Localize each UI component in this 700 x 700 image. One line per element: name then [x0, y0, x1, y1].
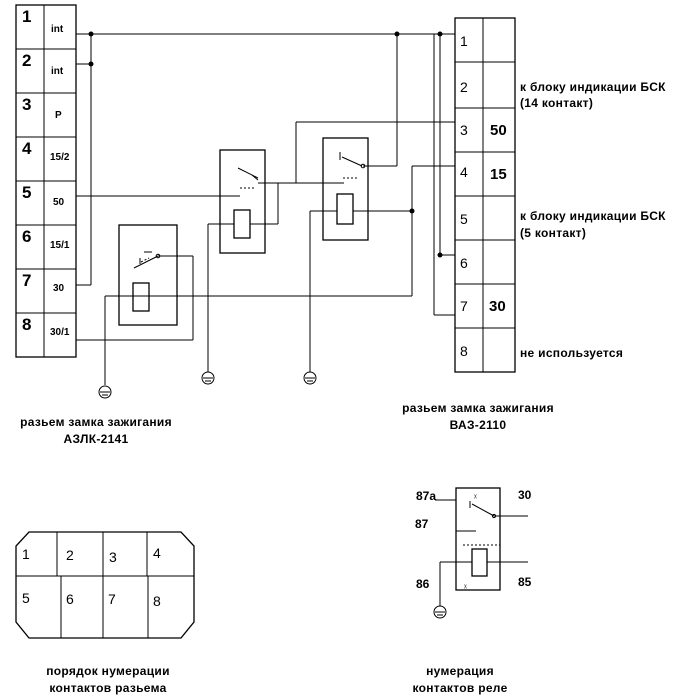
left-pin-label: int: [51, 24, 64, 35]
pin-order-diagram: 1 2 3 4 5 6 7 8: [15, 531, 195, 639]
relay-pin-30: 30: [518, 488, 532, 502]
relay-pin-87a: 87а: [416, 489, 436, 503]
pin-order-number: 5: [22, 590, 30, 606]
left-pin-label: 15/1: [50, 240, 70, 251]
pin-order-number: 4: [153, 545, 161, 561]
right-connector-caption-line1: разьем замка зажигания: [402, 401, 554, 415]
note-bsk-5-line2: (5 контакт): [520, 226, 586, 240]
right-pin-number: 4: [460, 164, 468, 180]
right-connector: 1 2 3 50 4 15 5 6 7 30 8 к блоку индикац…: [454, 17, 666, 373]
pin-order-caption-line1: порядок нумерации: [46, 664, 170, 678]
left-pin-label: 50: [53, 197, 65, 208]
pin-order-number: 1: [22, 546, 30, 562]
note-bsk-14-line2: (14 контакт): [520, 96, 593, 110]
relay-c: [322, 137, 369, 241]
right-pin-number: 6: [460, 255, 468, 271]
left-pin-number: 5: [22, 183, 31, 202]
ground-icon: [201, 371, 215, 385]
left-pin-number: 3: [22, 95, 31, 114]
left-pin-number: 7: [22, 271, 31, 290]
left-connector: 1 int 2 int 3 P 4 15/2 5 50 6 15/1 7 30 …: [15, 4, 77, 358]
left-pin-label: 15/2: [50, 152, 70, 163]
note-bsk-5-line1: к блоку индикации БСК: [520, 209, 666, 223]
left-pin-label: 30: [53, 283, 65, 294]
pin-order-number: 6: [66, 591, 74, 607]
ground-icon: [303, 371, 317, 385]
left-pin-number: 4: [22, 139, 32, 158]
left-pin-number: 2: [22, 51, 31, 70]
right-pin-number: 5: [460, 211, 468, 227]
relay-pin-85: 85: [518, 575, 532, 589]
left-pin-label: int: [51, 66, 64, 77]
right-pin-value: 15: [490, 166, 507, 183]
left-pin-number: 6: [22, 227, 31, 246]
left-connector-caption-line2: АЗЛК-2141: [63, 432, 128, 446]
left-connector-caption-line1: разьем замка зажигания: [20, 415, 172, 429]
right-pin-value: 30: [489, 298, 506, 315]
right-pin-number: 2: [460, 79, 468, 95]
right-pin-number: 8: [460, 343, 468, 359]
right-pin-number: 7: [460, 298, 468, 314]
relay-pinout-diagram: ᵪ ᵪ 87а 87 86 30 85: [415, 487, 532, 619]
pin-order-number: 8: [153, 593, 161, 609]
left-pin-number: 1: [22, 7, 31, 26]
note-bsk-14-line1: к блоку индикации БСК: [520, 80, 666, 94]
relay-pinout-caption-line1: нумерация: [426, 664, 494, 678]
right-pin-value: 50: [490, 122, 507, 139]
pin-marker: ᵪ: [464, 580, 467, 589]
relay-pin-87: 87: [415, 517, 429, 531]
right-connector-caption-line2: ВАЗ-2110: [450, 418, 507, 432]
left-pin-label: P: [55, 110, 62, 121]
wiring: [76, 31, 455, 385]
pin-order-number: 7: [108, 591, 116, 607]
relay-pin-86: 86: [416, 577, 430, 591]
right-pin-number: 1: [460, 33, 468, 49]
pin-order-caption-line2: контактов разьема: [49, 681, 166, 695]
left-pin-number: 8: [22, 315, 31, 334]
right-pin-number: 3: [460, 122, 468, 138]
relay-pinout-caption-line2: контактов реле: [412, 681, 507, 695]
note-not-used: не используется: [520, 346, 623, 360]
pin-marker: ᵪ: [474, 490, 477, 499]
relay-a: [118, 224, 178, 326]
left-pin-label: 30/1: [50, 327, 70, 338]
ground-icon: [98, 385, 112, 399]
pin-order-number: 3: [109, 549, 117, 565]
relay-b: [219, 149, 266, 254]
pin-order-number: 2: [66, 547, 74, 563]
